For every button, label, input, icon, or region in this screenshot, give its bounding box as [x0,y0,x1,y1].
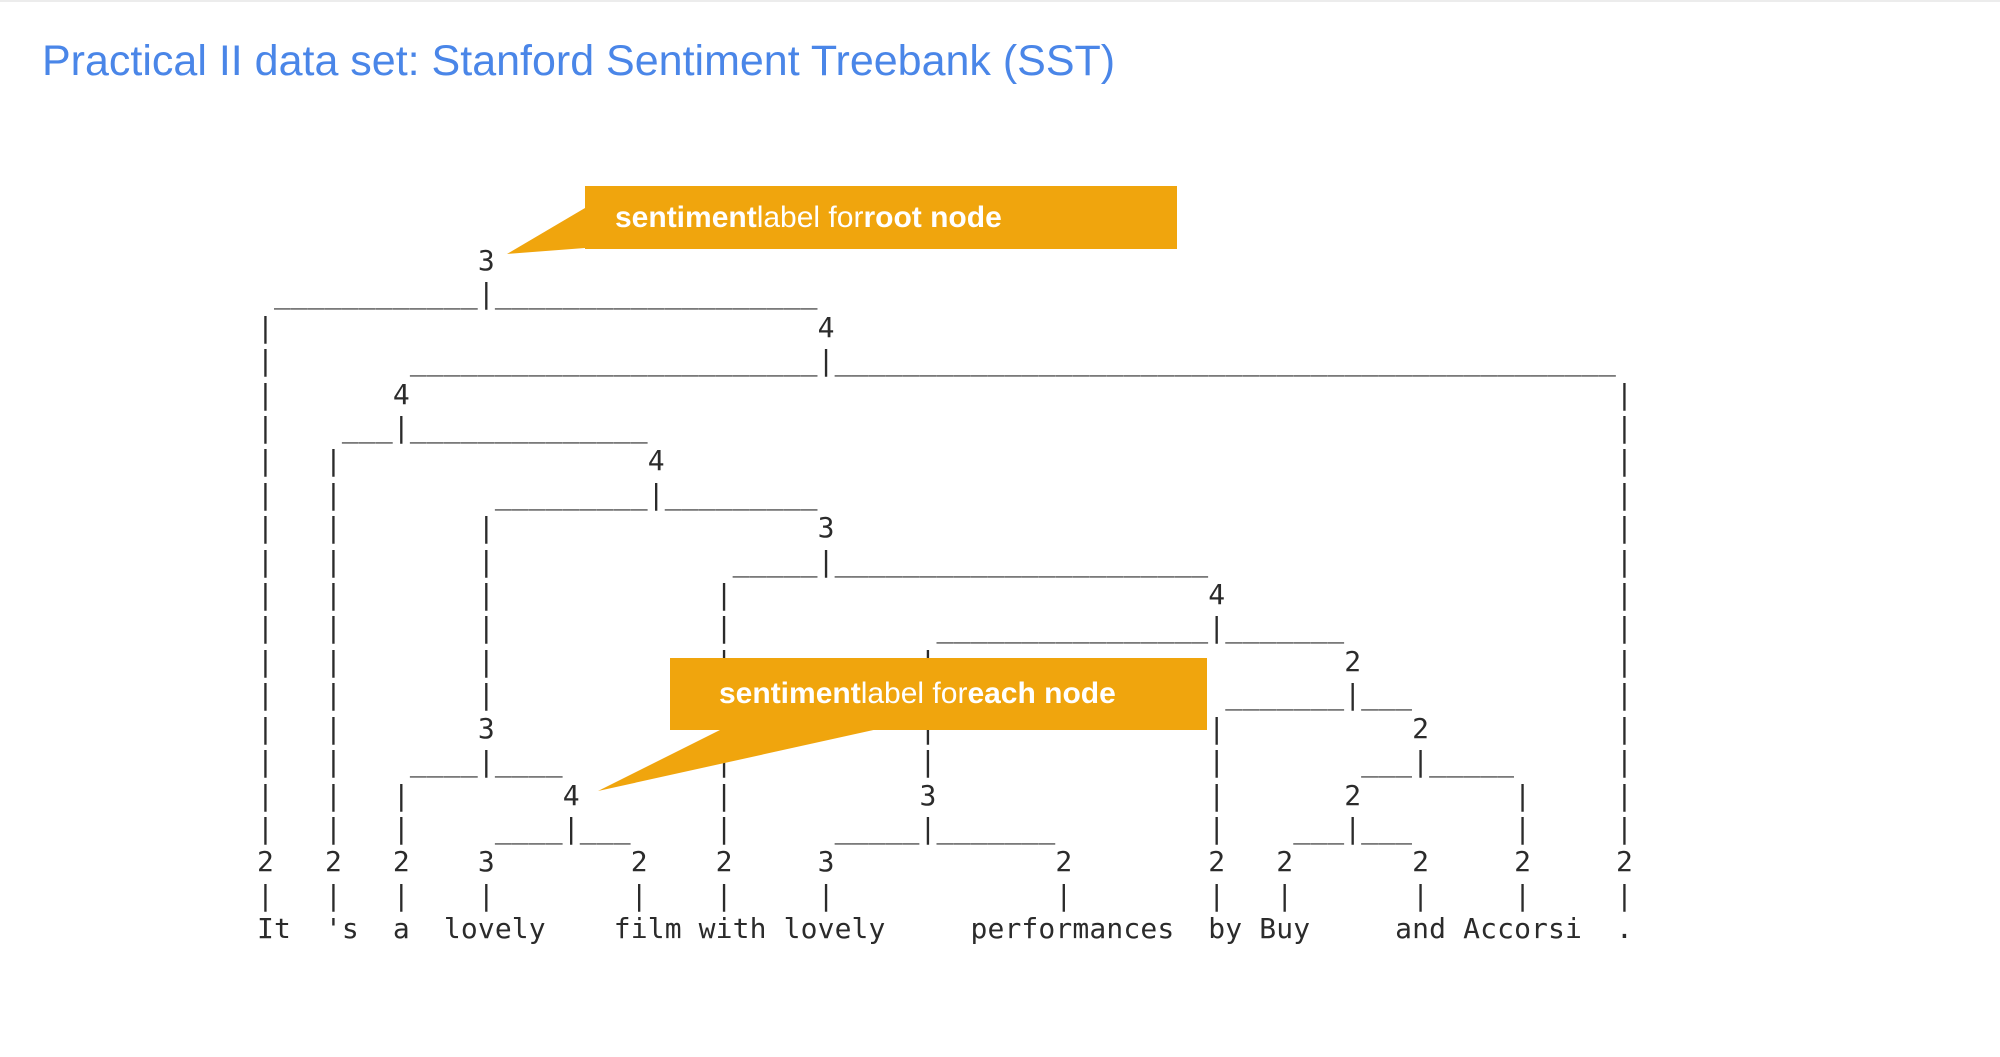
callout-each-bold-target: each node [967,677,1116,710]
callout-each-middle-text: label for [860,677,968,710]
callout-root-tail-shape [507,208,585,254]
callout-root-bold-sentiment: sentiment [615,200,757,234]
sentiment-treebank-ascii-tree: 3 ____________|___________________ | 4 |… [257,244,1633,946]
callout-root-node: sentiment label for root node [585,186,1177,249]
callout-root-tail-icon [507,208,585,254]
callout-each-tail-shape [598,729,878,791]
callout-each-node: sentiment label for each node [670,658,1207,730]
callout-each-tail-icon [598,729,878,791]
slide-top-edge [0,0,2000,2]
callout-root-bold-target: root node [863,200,1002,234]
callout-root-middle-text: label for [756,200,864,234]
page-title: Practical II data set: Stanford Sentimen… [42,37,1116,85]
callout-each-bold-sentiment: sentiment [719,677,861,710]
